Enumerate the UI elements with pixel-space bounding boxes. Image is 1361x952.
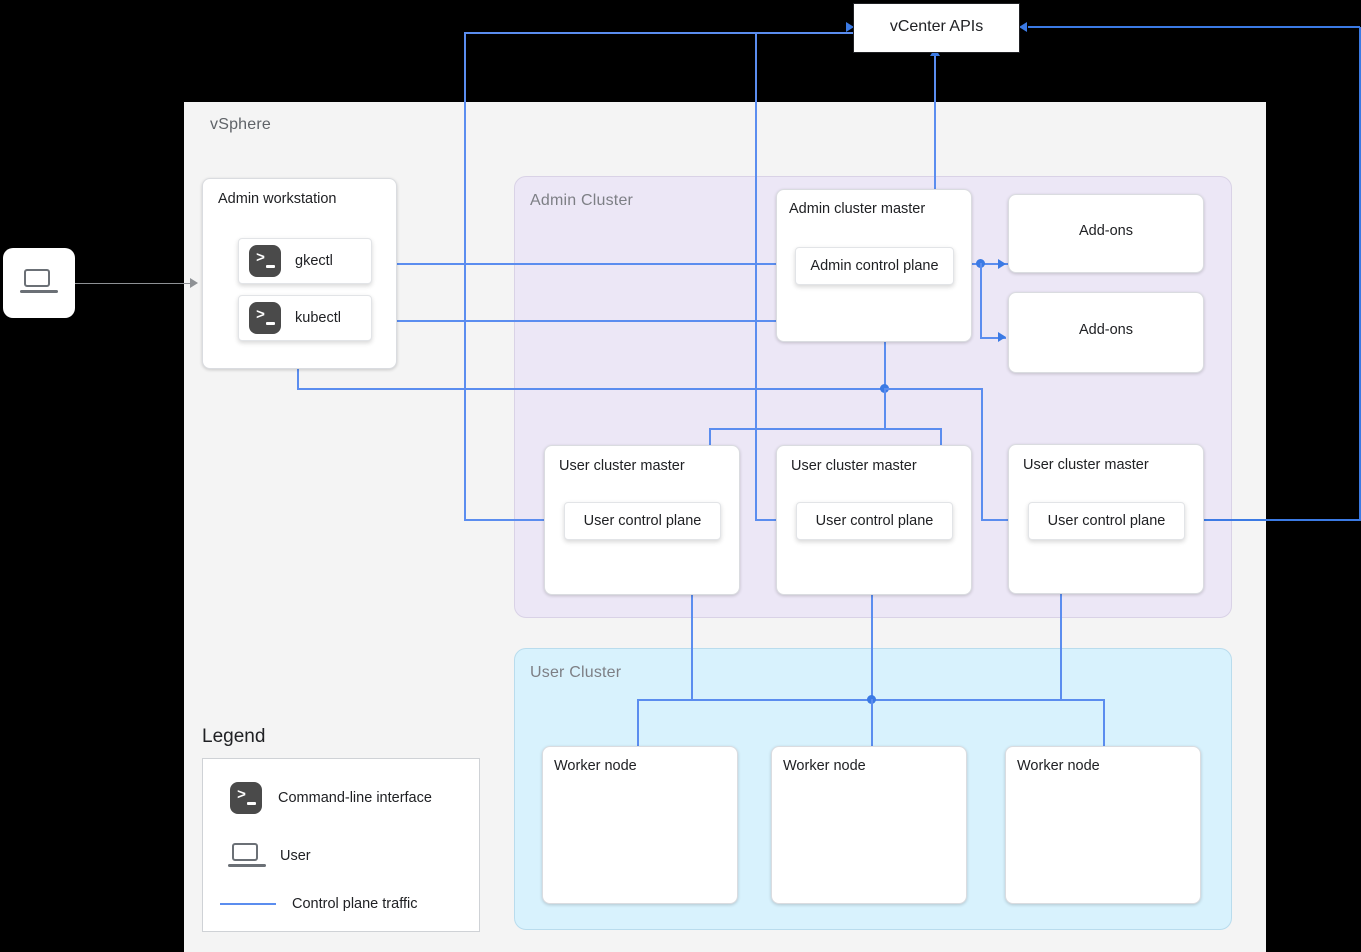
cli-gkectl-label: gkectl [295,253,333,269]
cli-kubectl[interactable]: kubectl [238,295,372,341]
user-cluster-master-title-1: User cluster master [559,458,685,474]
ucp3-to-workers-line [1060,537,1062,700]
worker-node-3[interactable]: Worker node [1005,746,1201,904]
ucm1-branch-horizontal [710,428,886,430]
right-edge-trunk-vertical [1359,27,1361,520]
kubectl-to-user-masters-bus [297,388,886,390]
user-control-plane-node-3[interactable]: User control plane [1028,502,1185,540]
user-control-plane-label-3: User control plane [1047,513,1166,529]
vcenter-to-ucp1-line [464,519,564,521]
user-to-workstation-line [75,283,192,285]
legend-item-user: User [228,843,311,869]
addon-label-2: Add-ons [1078,322,1133,338]
worker-node-title-2: Worker node [783,758,866,774]
ucm3-branch-vertical [981,388,983,519]
terminal-icon [249,245,281,277]
addon-1-arrow [998,259,1006,269]
vcenter-left-arrow [846,22,854,32]
cli-gkectl[interactable]: gkectl [238,238,372,284]
admin-control-plane-label: Admin control plane [810,258,939,274]
ucp3-to-right-edge-line [1184,519,1361,521]
legend-item-cli: Command-line interface [230,782,432,814]
worker-2-drop-line [871,699,874,747]
user-cluster-master-title-3: User cluster master [1023,457,1149,473]
legend-item-traffic: Control plane traffic [220,896,417,912]
ucp1-to-workers-line [691,537,693,700]
ucp2-to-workers-line [871,537,874,700]
worker-3-drop-line [1103,699,1105,747]
addons-branch-vertical [980,263,982,338]
admin-cluster-label: Admin Cluster [530,192,634,209]
worker-node-title-1: Worker node [554,758,637,774]
user-to-workstation-arrow [190,278,198,288]
vcenter-apis-label: vCenter APIs [889,18,984,35]
user-control-plane-label-2: User control plane [815,513,934,529]
user-node[interactable] [3,248,75,318]
terminal-icon [249,302,281,334]
worker-node-title-3: Worker node [1017,758,1100,774]
ucm3-branch-into-plane [981,519,1020,521]
user-control-plane-node-2[interactable]: User control plane [796,502,953,540]
user-cluster-label: User Cluster [530,664,622,681]
ucm2-branch-horizontal [884,428,942,430]
vcenter-left-trunk-horizontal [464,32,854,34]
laptop-icon [228,843,266,869]
legend-item-user-label: User [280,848,311,864]
user-control-plane-label-1: User control plane [583,513,702,529]
vcenter-left-trunk-vertical [464,33,466,520]
kubectl-horizontal-line [359,320,876,322]
vcenter-mid-trunk-vertical [755,33,757,520]
vcenter-apis-node[interactable]: vCenter APIs [853,3,1020,53]
worker-1-drop-line [637,699,639,747]
addon-2-line [980,337,1006,339]
user-control-plane-node-1[interactable]: User control plane [564,502,721,540]
user-masters-stem [884,389,887,429]
cli-kubectl-label: kubectl [295,310,341,326]
addon-node-2[interactable]: Add-ons [1008,292,1204,373]
vsphere-label: vSphere [210,116,271,133]
addon-label-1: Add-ons [1078,223,1133,239]
line-swatch-icon [220,903,276,905]
right-edge-to-vcenter-line [1028,26,1360,28]
ucm3-branch-horizontal [884,388,982,390]
user-cluster-master-title-2: User cluster master [791,458,917,474]
admin-cluster-master-title: Admin cluster master [789,201,926,217]
terminal-icon [230,782,262,814]
legend-title: Legend [202,726,266,747]
legend-item-traffic-label: Control plane traffic [292,896,418,912]
worker-node-1[interactable]: Worker node [542,746,738,904]
addon-2-arrow [998,332,1006,342]
laptop-icon [20,269,58,295]
worker-node-2[interactable]: Worker node [771,746,967,904]
gkectl-to-admin-control-plane-line [359,263,784,265]
addon-node-1[interactable]: Add-ons [1008,194,1204,273]
vcenter-right-arrow [1019,22,1027,32]
admin-control-plane-to-vcenter-line [934,56,936,264]
legend-item-cli-label: Command-line interface [278,790,432,806]
admin-control-plane-node[interactable]: Admin control plane [795,247,954,285]
vcenter-to-ucp2-line [755,519,796,521]
admin-workstation-title: Admin workstation [218,191,337,207]
